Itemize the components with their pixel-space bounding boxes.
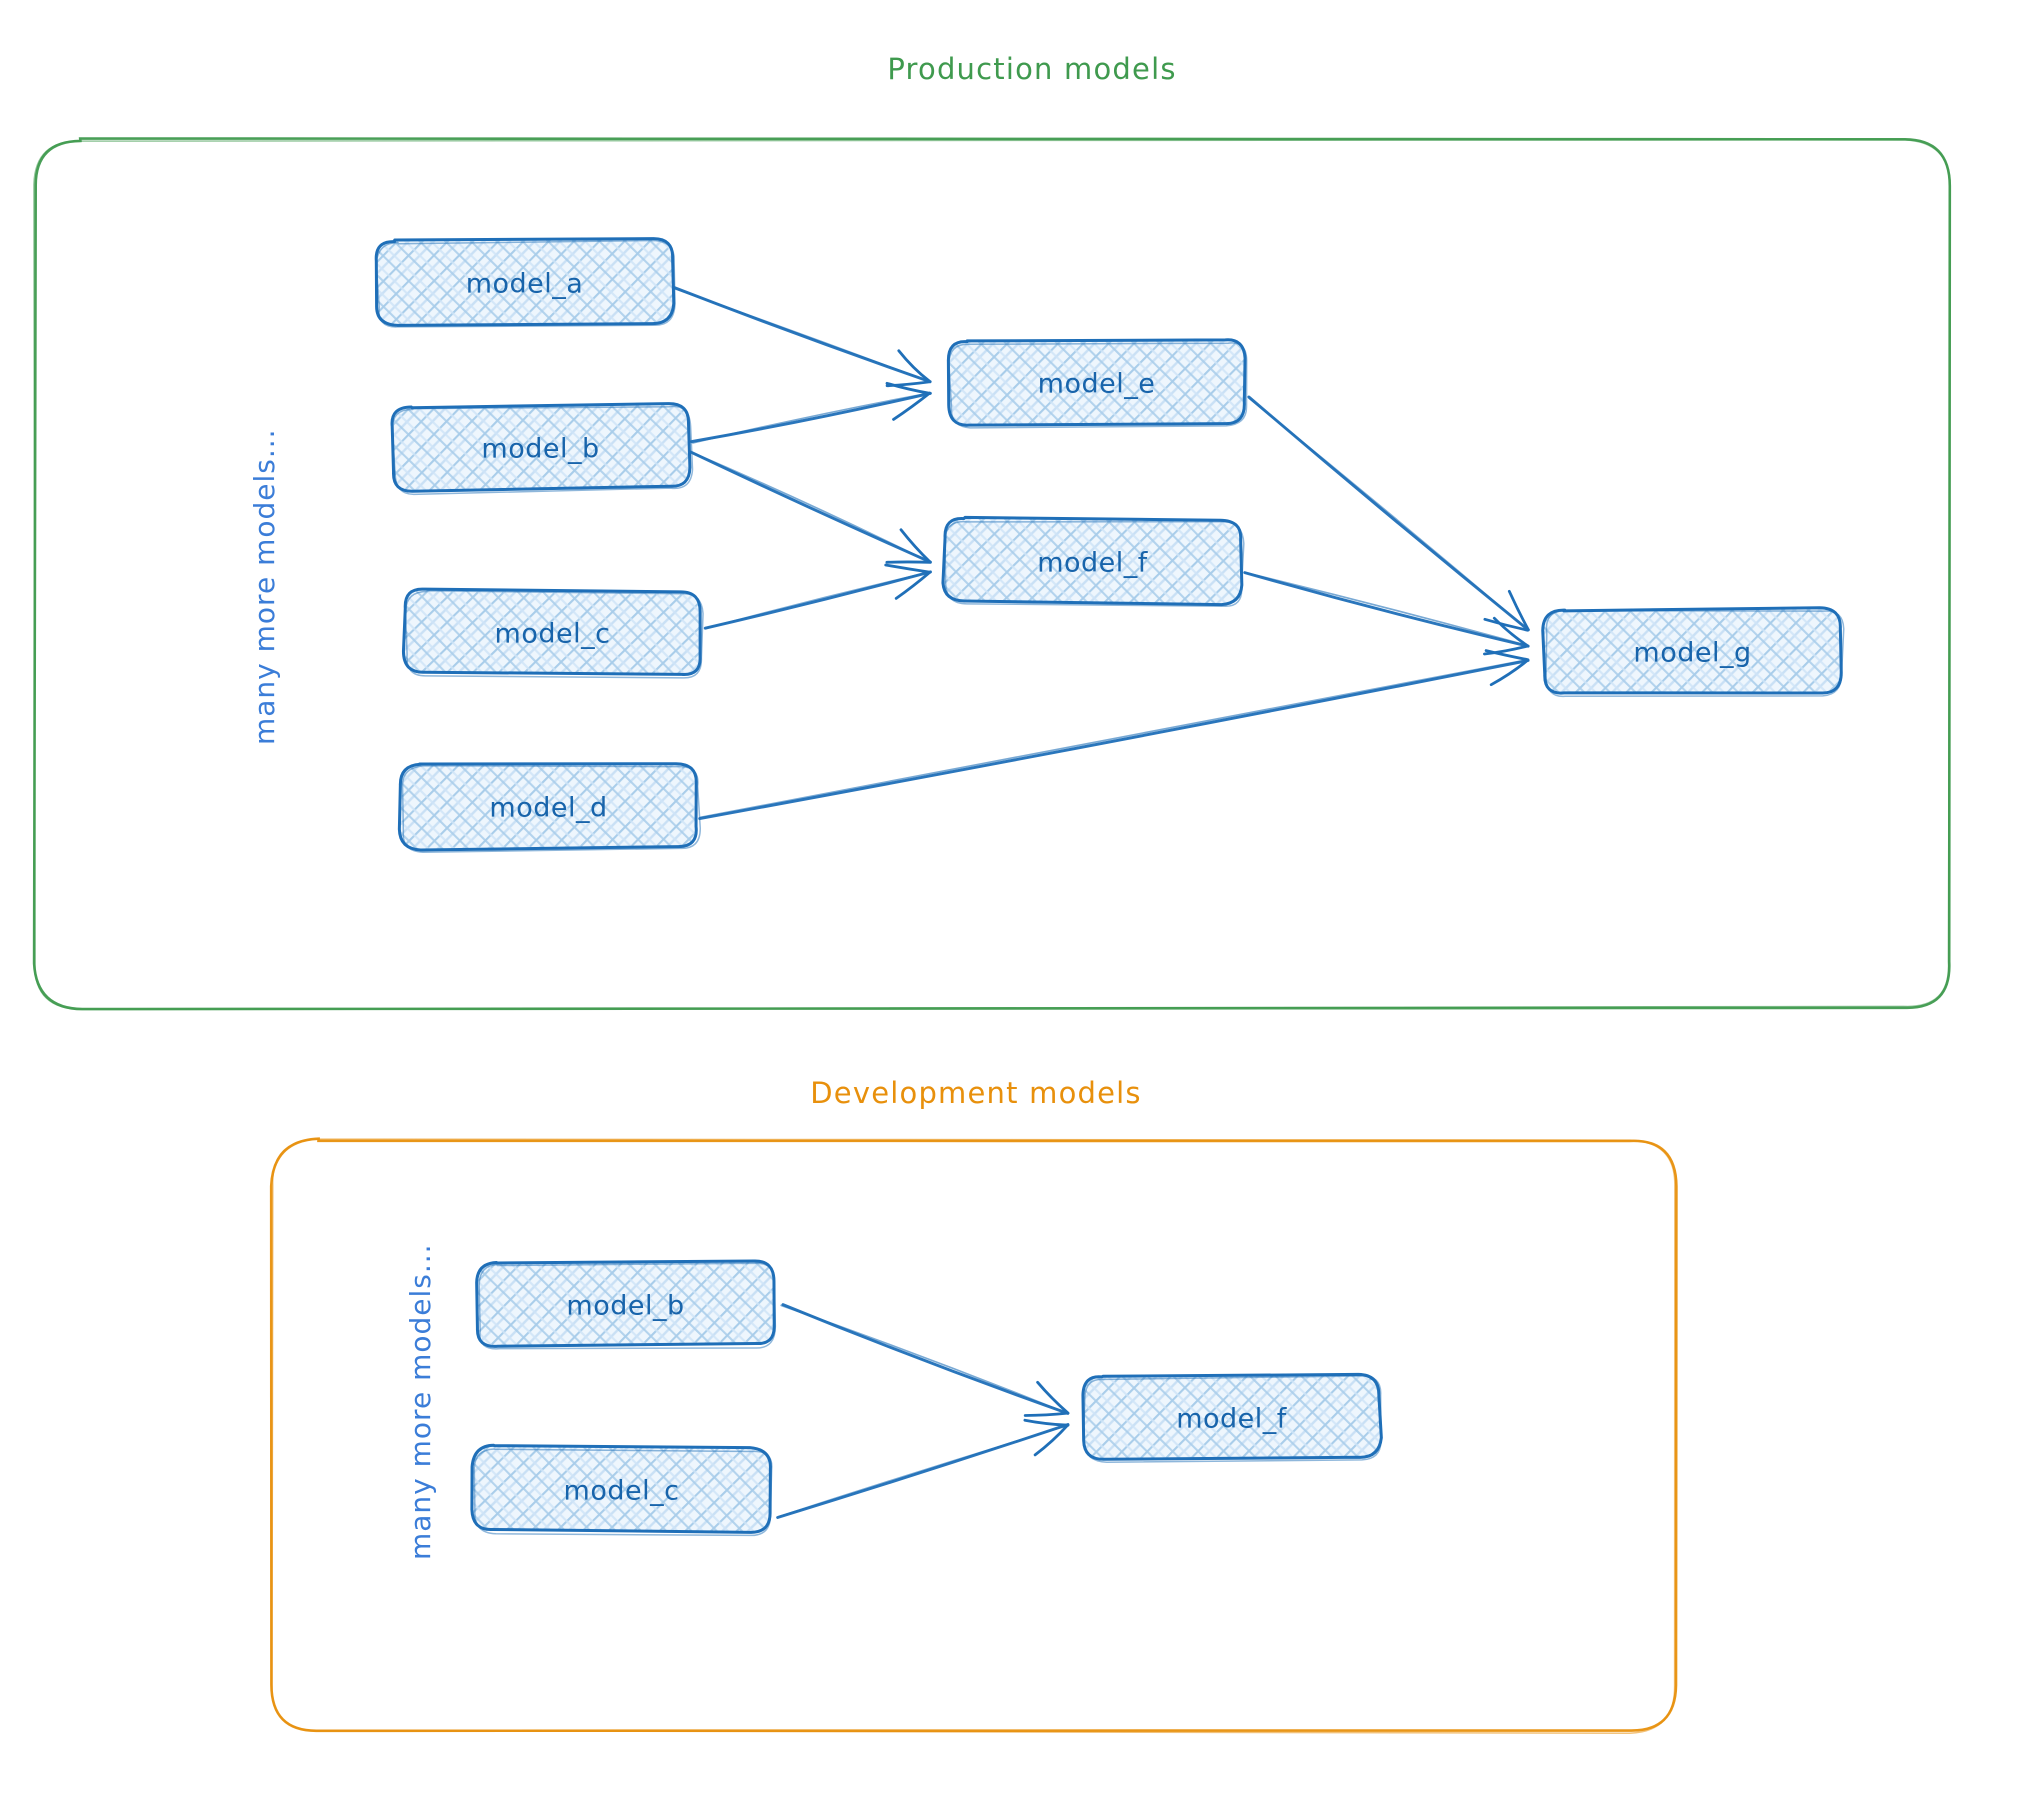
edge-prod-model-a-to-prod-model-e — [670, 285, 932, 388]
edge-prod-model-b-to-prod-model-e — [690, 381, 932, 444]
node-prod-model-e[interactable] — [946, 338, 1248, 429]
edge-prod-model-b-to-prod-model-f — [689, 450, 932, 564]
node-prod-model-b[interactable] — [390, 402, 694, 496]
node-prod-model-g[interactable] — [1541, 606, 1845, 698]
edge-dev-model-c-to-dev-model-f — [776, 1418, 1070, 1519]
edge-prod-model-f-to-prod-model-g — [1243, 571, 1530, 656]
node-prod-model-f[interactable] — [941, 515, 1245, 607]
node-dev-model-b[interactable] — [475, 1259, 777, 1351]
model-nodes — [374, 237, 1845, 1537]
node-prod-model-d[interactable] — [397, 762, 702, 854]
node-dev-model-f[interactable] — [1081, 1372, 1383, 1464]
edge-connectors — [670, 285, 1530, 1519]
node-prod-model-c[interactable] — [401, 587, 704, 679]
edge-prod-model-e-to-prod-model-g — [1247, 395, 1530, 632]
group-frame-production — [32, 137, 1952, 1011]
group-frame-development — [269, 1137, 1678, 1734]
edge-prod-model-d-to-prod-model-g — [698, 649, 1530, 821]
node-dev-model-c[interactable] — [470, 1443, 773, 1537]
node-prod-model-a[interactable] — [374, 237, 676, 328]
group-frames — [32, 137, 1952, 1734]
edge-prod-model-c-to-prod-model-f — [703, 563, 932, 630]
edge-dev-model-b-to-dev-model-f — [780, 1303, 1070, 1417]
